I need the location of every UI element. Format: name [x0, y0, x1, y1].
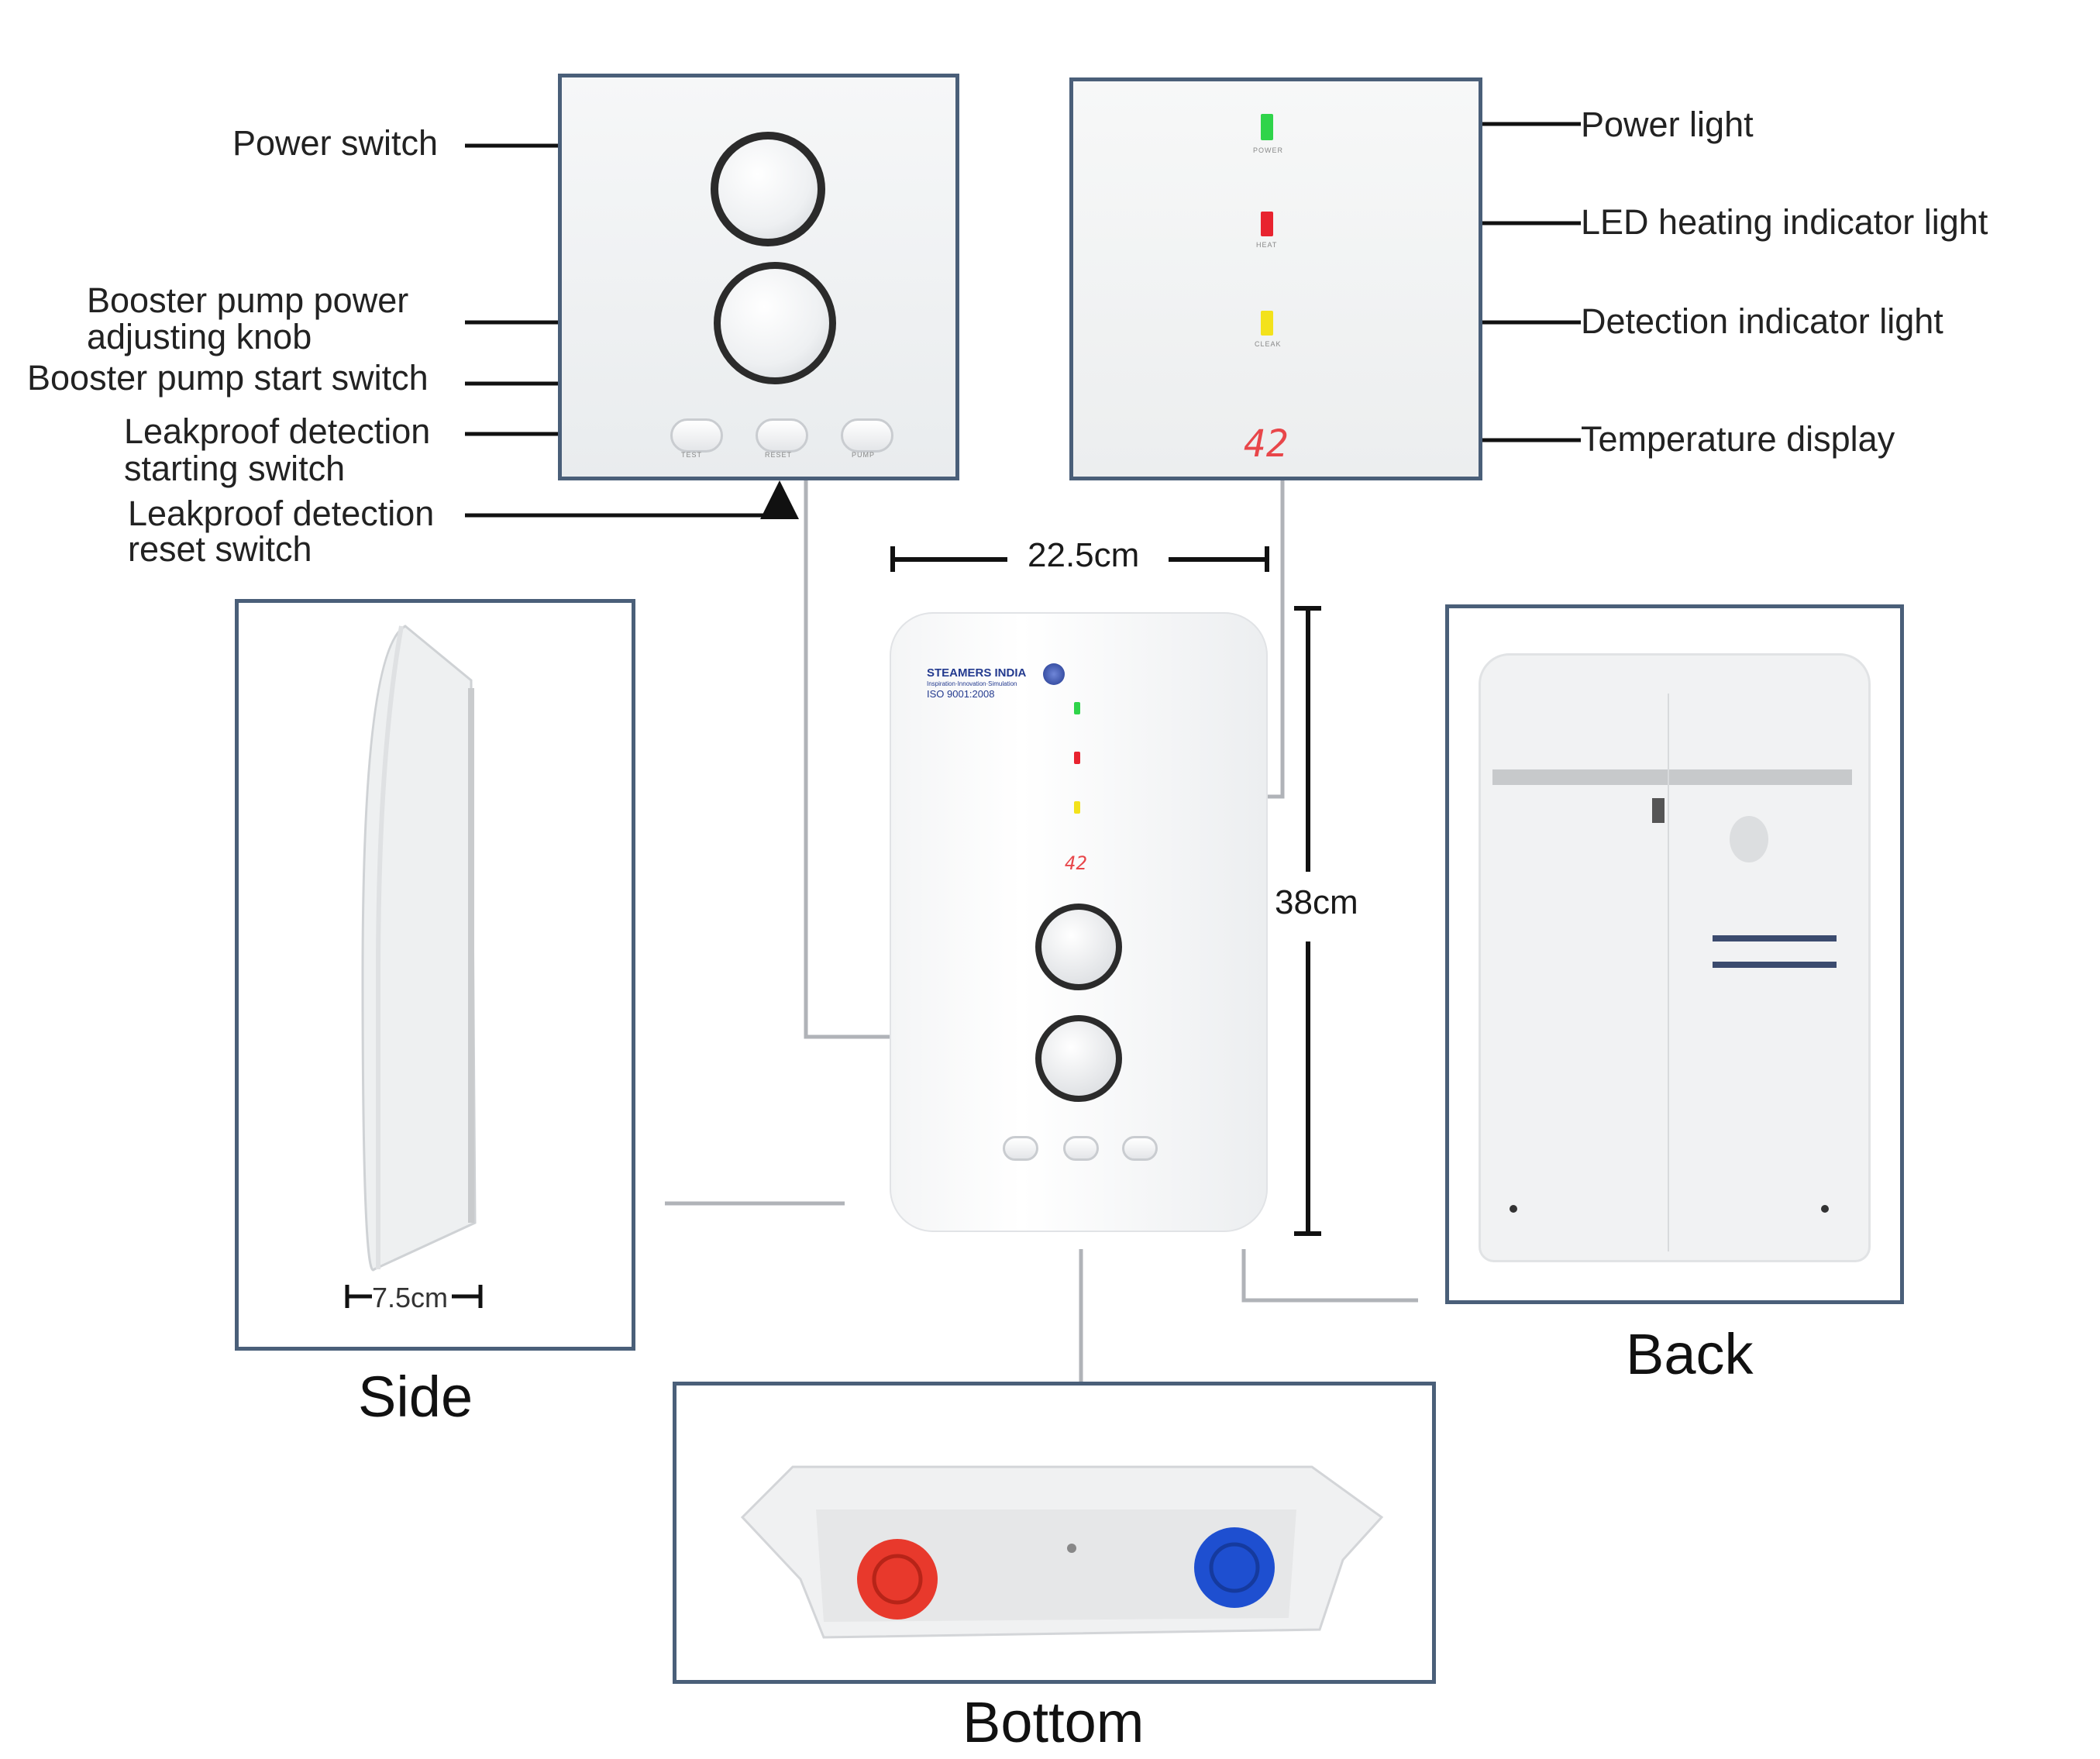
side-view-shape — [361, 625, 477, 1272]
label-leak-reset-2: reset switch — [128, 529, 312, 569]
bottom-view-shape — [740, 1465, 1384, 1639]
heater-power-knob — [1035, 904, 1122, 990]
heater-power-led — [1074, 702, 1080, 714]
pump-button-label: PUMP — [852, 451, 876, 459]
heater-reset-button — [1063, 1136, 1099, 1161]
test-button-label: TEST — [681, 451, 703, 459]
back-latch — [1652, 798, 1665, 823]
power-led — [1261, 114, 1273, 140]
back-vent-1 — [1713, 935, 1837, 941]
back-screw-right — [1821, 1205, 1829, 1213]
label-booster-start: Booster pump start switch — [27, 358, 429, 398]
watermark-iso: ISO 9001:2008 — [927, 688, 995, 700]
back-vent-2 — [1713, 962, 1837, 968]
leader-back — [1241, 1249, 1418, 1303]
back-center-seam — [1668, 694, 1669, 1251]
power-led-label: POWER — [1253, 146, 1284, 154]
back-panel — [1479, 653, 1871, 1262]
label-detection-light: Detection indicator light — [1581, 301, 1943, 341]
watermark-tagline: Inspiration·Innovation·Simulation — [927, 680, 1017, 687]
bottom-view-label: Bottom — [962, 1690, 1145, 1754]
power-switch-knob — [711, 132, 825, 246]
heater-pump-button — [1122, 1136, 1158, 1161]
reset-button — [756, 418, 808, 453]
heater-test-button — [1003, 1136, 1038, 1161]
width-dimension: 22.5cm — [1028, 536, 1140, 574]
label-temp-display: Temperature display — [1581, 419, 1895, 459]
label-leak-start-2: starting switch — [124, 449, 346, 488]
indicator-panel-closeup: POWER HEAT CLEAK 42 — [1069, 77, 1482, 480]
detect-led — [1261, 311, 1273, 336]
back-view-frame — [1445, 604, 1904, 1304]
height-dimension: 38cm — [1275, 883, 1358, 921]
watermark-globe-logo — [1043, 663, 1065, 685]
side-view-label: Side — [358, 1365, 473, 1429]
label-leak-start-1: Leakproof detection — [124, 411, 431, 451]
label-power-switch: Power switch — [232, 123, 439, 163]
label-booster-knob-2: adjusting knob — [87, 317, 312, 356]
back-mount-rail — [1492, 769, 1852, 785]
temperature-readout: 42 — [1244, 422, 1289, 466]
label-led-heating: LED heating indicator light — [1581, 202, 1988, 242]
heater-front: STEAMERS INDIA Inspiration·Innovation·Si… — [890, 612, 1268, 1232]
label-power-light: Power light — [1581, 105, 1754, 144]
back-screw-left — [1510, 1205, 1517, 1213]
booster-knob — [714, 262, 836, 384]
reset-button-label: RESET — [765, 451, 793, 459]
heat-led — [1261, 212, 1273, 236]
label-leak-reset-1: Leakproof detection — [128, 494, 435, 533]
detect-led-label: CLEAK — [1255, 340, 1282, 348]
depth-dimension: 7.5cm — [372, 1282, 449, 1313]
heat-led-label: HEAT — [1256, 241, 1278, 249]
heater-booster-knob — [1035, 1015, 1122, 1102]
control-panel-closeup: TEST RESET PUMP — [558, 74, 959, 480]
test-button — [670, 418, 723, 453]
heater-detect-led — [1074, 801, 1080, 814]
bottom-view-frame — [673, 1382, 1436, 1684]
watermark-name: STEAMERS INDIA — [927, 666, 1027, 680]
pump-button — [841, 418, 893, 453]
label-booster-knob-1: Booster pump power — [87, 281, 409, 320]
heater-temperature-readout: 42 — [1065, 852, 1087, 874]
back-hook — [1730, 816, 1768, 862]
arrow-leak-reset — [465, 480, 799, 519]
heater-heat-led — [1074, 752, 1080, 764]
back-view-label: Back — [1626, 1322, 1754, 1386]
depth-dimension-bar — [345, 1285, 483, 1308]
side-view-frame: 7.5cm — [235, 599, 635, 1351]
